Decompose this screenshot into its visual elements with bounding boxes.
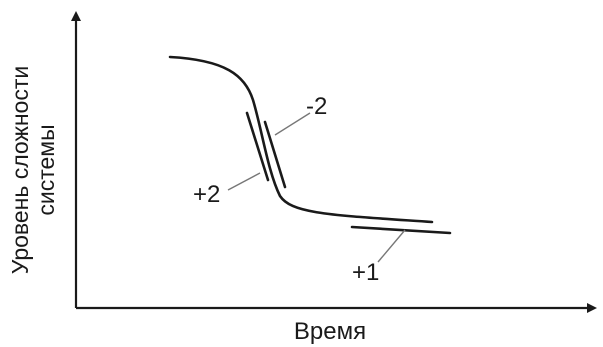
- annotation-plus1: +1: [352, 259, 379, 286]
- y-axis-label-line1: Уровень сложности: [7, 66, 33, 274]
- complexity-curve: [168, 55, 434, 224]
- annotation-minus2: -2: [306, 93, 327, 120]
- tangent-segment-plus2: [245, 111, 270, 182]
- annotation-plus2: +2: [193, 181, 220, 208]
- y-axis-label-line2: системы: [33, 124, 59, 215]
- y-axis-label: Уровень сложности системы: [7, 66, 59, 274]
- x-axis-label: Время: [294, 318, 366, 345]
- tangent-segment-plus1: [350, 225, 452, 235]
- tangent-segment-minus2: [263, 120, 287, 189]
- leader-line-minus2: [274, 112, 311, 136]
- leader-line-plus1: [377, 229, 406, 263]
- leader-line-plus2: [227, 172, 261, 191]
